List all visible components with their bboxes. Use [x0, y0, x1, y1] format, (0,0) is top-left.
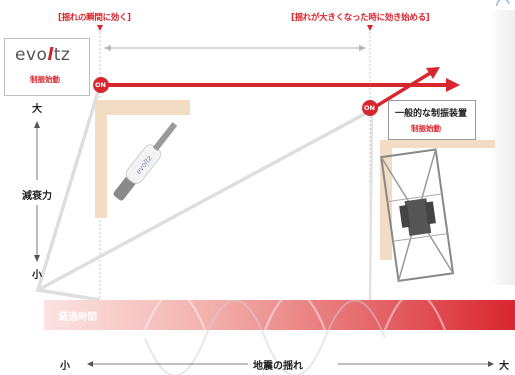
shaking-low-label: 小 — [60, 361, 70, 372]
on-badge-left — [93, 77, 109, 93]
on-label-left: ON — [95, 81, 106, 89]
damping-axis-arrows — [34, 121, 40, 262]
general-curve — [37, 108, 373, 292]
instant-effect-label: [揺れの瞬間に効く] — [58, 13, 131, 23]
shaking-axis-arrows — [87, 361, 494, 367]
general-rise-line — [369, 70, 433, 112]
wave-graphic — [143, 291, 507, 369]
evoltz-logo-box: evoltz 制振始動 — [4, 38, 90, 96]
general-device-start-label: 制振始動 — [411, 124, 441, 133]
general-damper-illustration — [380, 140, 495, 283]
evoltz-damper-illustration: evoltz — [95, 100, 190, 218]
evoltz-logo: evoltz — [15, 45, 71, 65]
marker-right — [367, 25, 373, 31]
late-effect-label: [揺れが大きくなった時に効き始める] — [291, 13, 430, 23]
on-badge-right — [362, 100, 378, 116]
damping-low-label: 小 — [32, 270, 42, 281]
shaking-axis-title: 地震の揺れ — [253, 361, 303, 372]
elapsed-time-label: 経過時間 — [59, 312, 98, 323]
general-device-title: 一般的な制振装置 — [395, 109, 468, 119]
marker-left — [97, 25, 103, 31]
damping-high-label: 大 — [32, 104, 42, 115]
on-label-right: ON — [364, 104, 375, 112]
evoltz-start-label: 制振始動 — [30, 75, 60, 84]
shaking-high-label: 大 — [499, 361, 509, 372]
general-device-box: 一般的な制振装置 制振始動 — [388, 100, 476, 140]
elapsed-time-bar — [44, 300, 515, 330]
damping-axis-title: 減衰力 — [22, 191, 52, 202]
